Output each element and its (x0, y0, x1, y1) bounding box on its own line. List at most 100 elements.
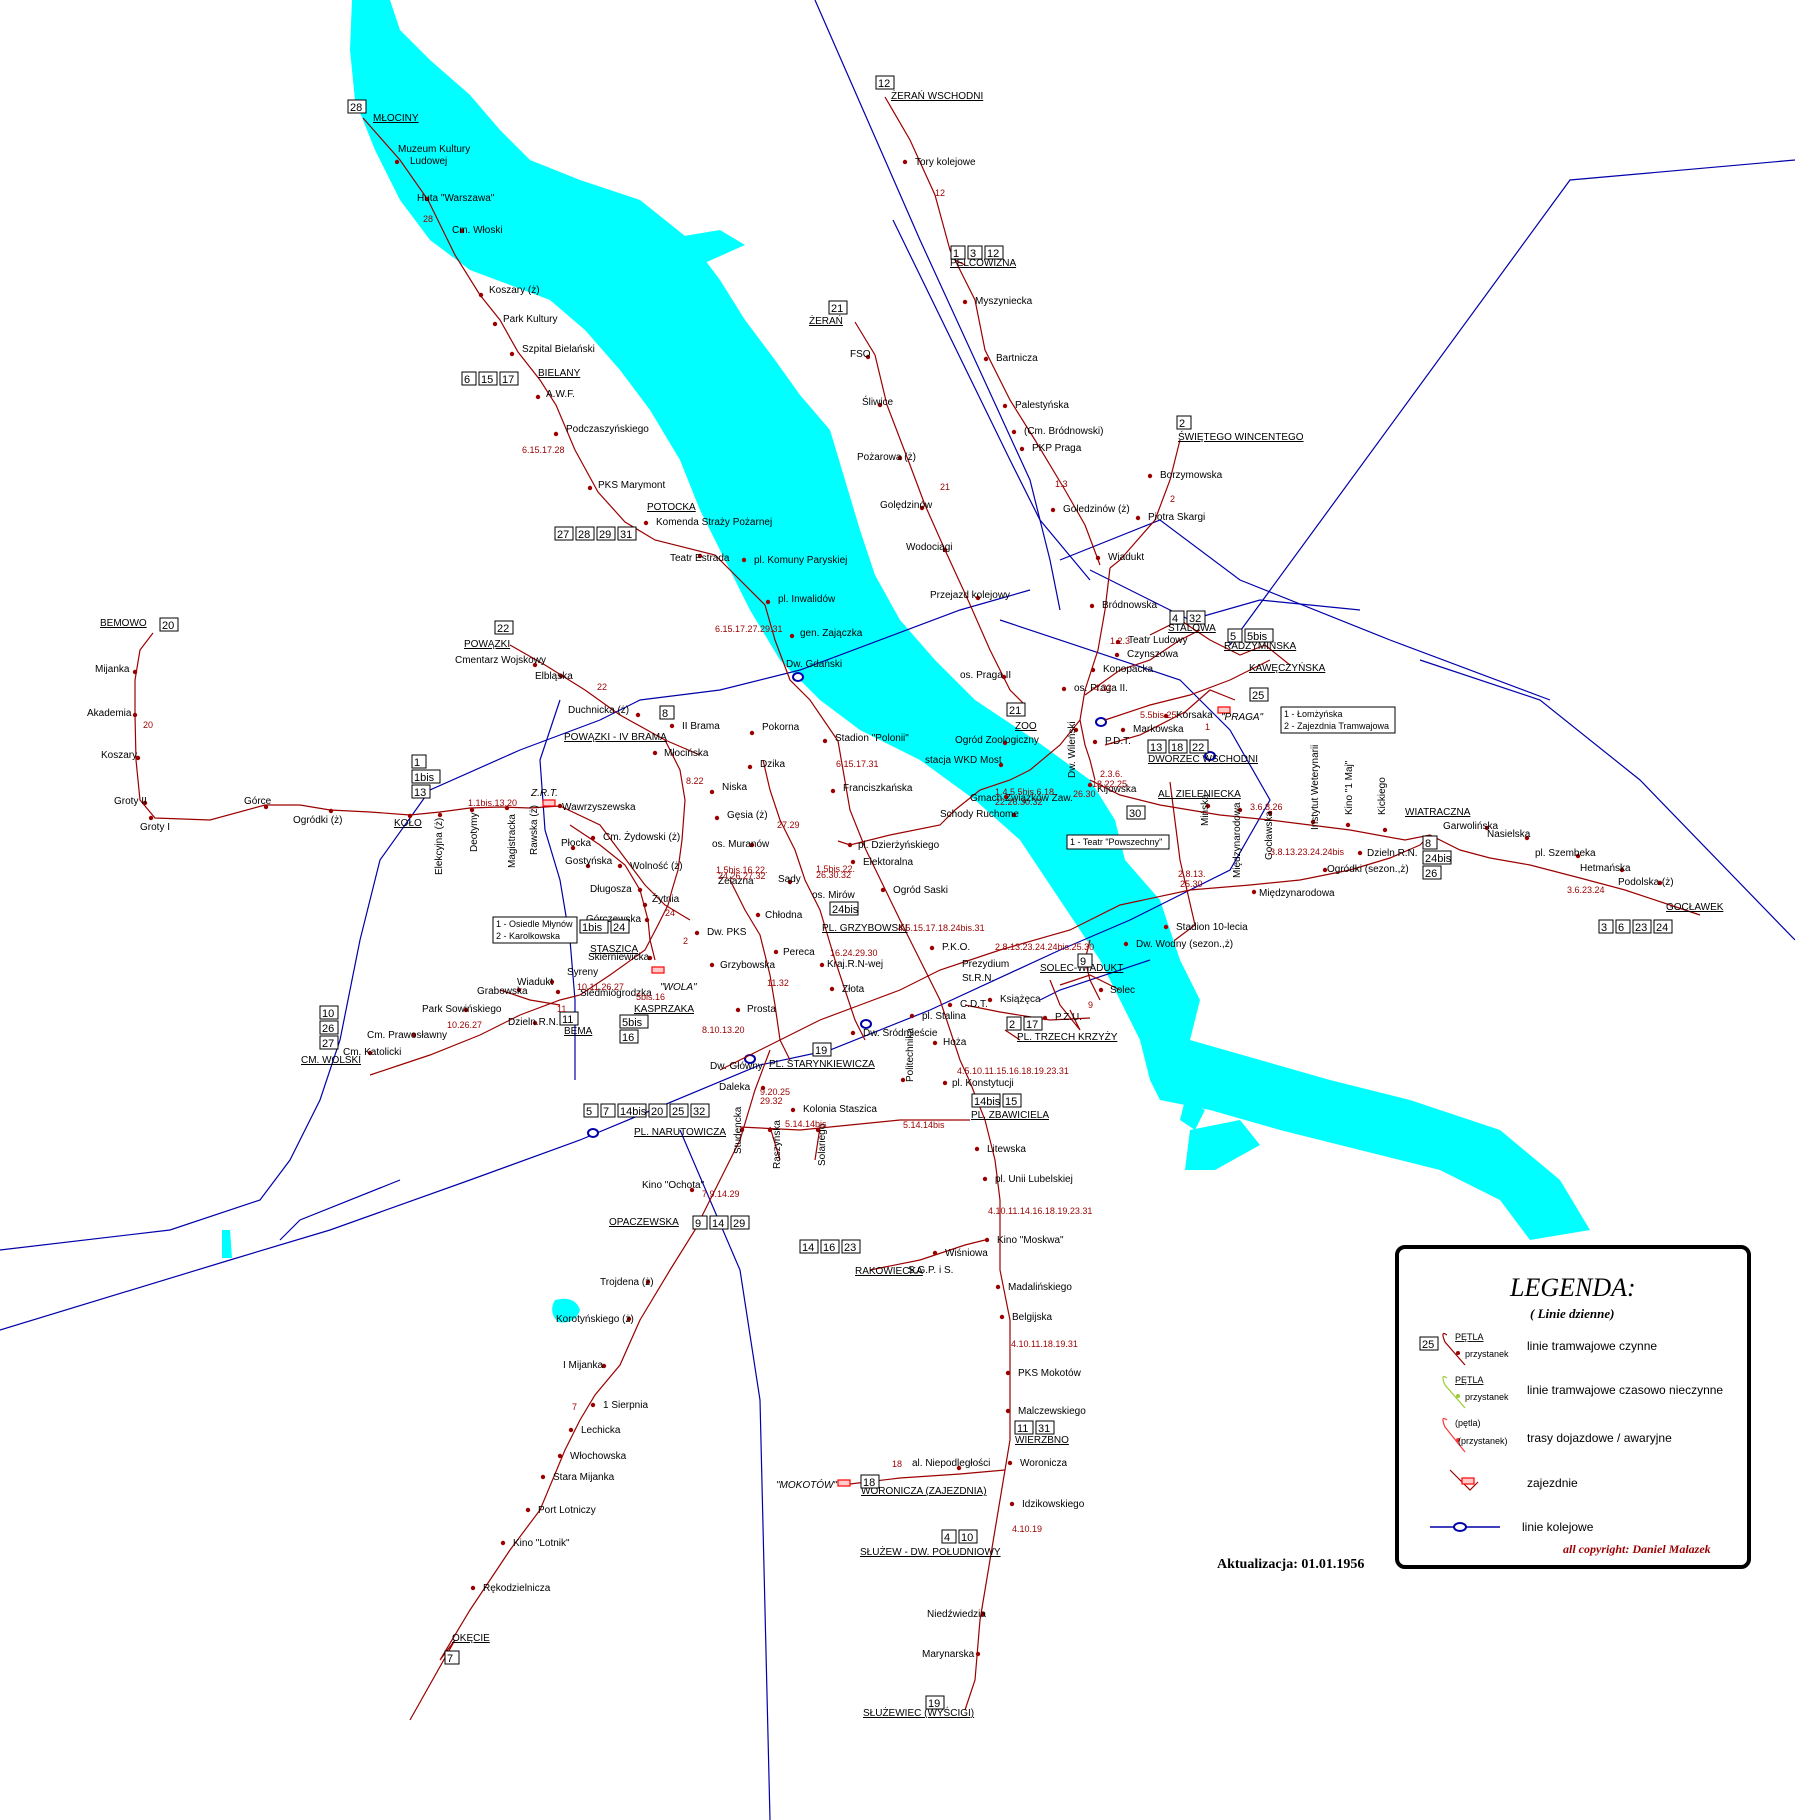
line-numbers-label: 26.30 (1073, 789, 1096, 799)
stop-dot (263, 804, 269, 810)
stop-label: Instytut Weterynarii (1310, 745, 1321, 830)
route-number: 5 (586, 1106, 592, 1118)
stop-label: P.D.T. (1105, 736, 1131, 747)
line-numbers-label: 8.22 (686, 776, 704, 786)
legend-label-service: trasy dojazdowe / awaryjne (1527, 1431, 1672, 1445)
route-box (812, 1042, 832, 1057)
stop-label: Kino "Ochota" (642, 1180, 705, 1191)
line-numbers-label: 5.5bis.25 (1140, 710, 1177, 720)
stop-label: Hoża (943, 1037, 967, 1048)
route-number: 8 (1425, 838, 1431, 850)
line-numbers-label: 22.26.30.32 (995, 797, 1043, 807)
stop-label: Gocławska (1264, 811, 1275, 860)
stop-label: Schody Ruchome (940, 809, 1019, 820)
stop-label: Rawska (ż) (529, 805, 540, 855)
stop-dot (1657, 880, 1663, 886)
route-number: 23 (1635, 922, 1647, 934)
stop-label: Podolska (ż) (1618, 877, 1674, 888)
stop-label: Port Lotniczy (538, 1505, 596, 1516)
route-box (648, 1103, 668, 1118)
stop-dot (626, 1316, 632, 1322)
stop-dot (1322, 867, 1328, 873)
route-number: 8 (662, 708, 668, 720)
stop-label: Prosta (747, 1004, 776, 1015)
route-number: 2 (1179, 418, 1185, 430)
stop-label: Teatr Estrada (670, 553, 730, 564)
stop-dot (932, 1040, 938, 1046)
stop-label: Syreny (567, 967, 598, 978)
stop-dot (637, 887, 643, 893)
stop-label: os. Praga II. (1074, 683, 1128, 694)
terminal-label: GOCŁAWEK (1666, 902, 1724, 913)
route-box (478, 371, 498, 386)
line-numbers-label: 2.8.13. (1178, 869, 1206, 879)
stop-label: os. Mirów (812, 890, 856, 901)
stop-dot (787, 879, 793, 885)
stop-label: Dw. Gdański (786, 659, 842, 670)
legend-label-active: linie tramwajowe czynne (1527, 1339, 1657, 1353)
line-numbers-label: 21 (940, 482, 950, 492)
line-numbers-label: 28 (423, 214, 433, 224)
stop-dot (469, 807, 475, 813)
route-box (829, 901, 859, 916)
stop-label: al. Niepodległości (912, 1458, 990, 1469)
stop-label: Nasielska (1487, 829, 1531, 840)
stop-label: Kickiego (1377, 777, 1388, 815)
stop-label: pl. Komuny Paryskiej (754, 555, 847, 566)
terminal-label: OKĘCIE (452, 1633, 490, 1644)
stop-label: Litewska (987, 1144, 1026, 1155)
stop-label: (Cm. Bródnowski) (1024, 426, 1103, 437)
stop-dot (1007, 1460, 1013, 1466)
line-numbers-label: 18 (892, 1459, 902, 1469)
line-numbers-label: 16.24.29.30 (830, 948, 878, 958)
route-box (820, 1239, 840, 1254)
stop-label: Lechicka (581, 1425, 621, 1436)
stop-label: Stara Mijanka (553, 1472, 615, 1483)
stop-dot (749, 842, 755, 848)
terminal-label: ŻERAŃ (809, 314, 843, 327)
stop-dot (549, 979, 555, 985)
stop-label: Mińska (1200, 794, 1211, 826)
route-box (1615, 919, 1631, 934)
stop-label: Korotyńskiego (ż) (556, 1314, 634, 1325)
stop-dot (709, 962, 715, 968)
legend-terminal-2: PĘTLA (1455, 1375, 1484, 1385)
depot-zrt (542, 799, 556, 807)
route-number: 16 (622, 1032, 634, 1044)
route-number: 26 (1425, 868, 1437, 880)
stop-dot (789, 633, 795, 639)
stop-dot (590, 835, 596, 841)
stop-dot (919, 505, 925, 511)
stop-dot (1163, 713, 1169, 719)
route-number: 21 (831, 303, 843, 315)
terminal-label: KAWĘCZYŃSKA (1249, 661, 1326, 674)
line-numbers-label: 1.2.3 (1110, 636, 1130, 646)
route-number: 19 (928, 1698, 940, 1710)
stop-dot (697, 553, 703, 559)
line-numbers-label: 2.3.6. (1100, 769, 1123, 779)
route-box (984, 245, 1004, 260)
stop-label: Dw. Główny (710, 1061, 763, 1072)
route-number: 5bis (1247, 631, 1268, 643)
line-numbers-label: 4.10.11.18.19.31 (1011, 1339, 1078, 1349)
stop-dot (1061, 686, 1067, 692)
stop-dot (900, 1077, 906, 1083)
route-box (596, 526, 616, 541)
stop-dot (557, 1453, 563, 1459)
stop-dot (747, 764, 753, 770)
stop-label: Wodociągi (906, 542, 953, 553)
stop-dot (819, 962, 825, 968)
line-numbers-label: 1.5bis.16.22. (716, 865, 768, 875)
stop-dot (865, 354, 871, 360)
terminal-label: POTOCKA (647, 502, 696, 513)
stop-dot (394, 159, 400, 165)
terminal-label: MŁOCINY (373, 113, 419, 124)
line-numbers-label: 22 (597, 682, 607, 692)
stop-dot (822, 738, 828, 744)
line-numbers-label: 20 (143, 720, 153, 730)
stop-label: Włochowska (570, 1451, 627, 1462)
stop-dot (540, 1474, 546, 1480)
stop-dot (1005, 1370, 1011, 1376)
